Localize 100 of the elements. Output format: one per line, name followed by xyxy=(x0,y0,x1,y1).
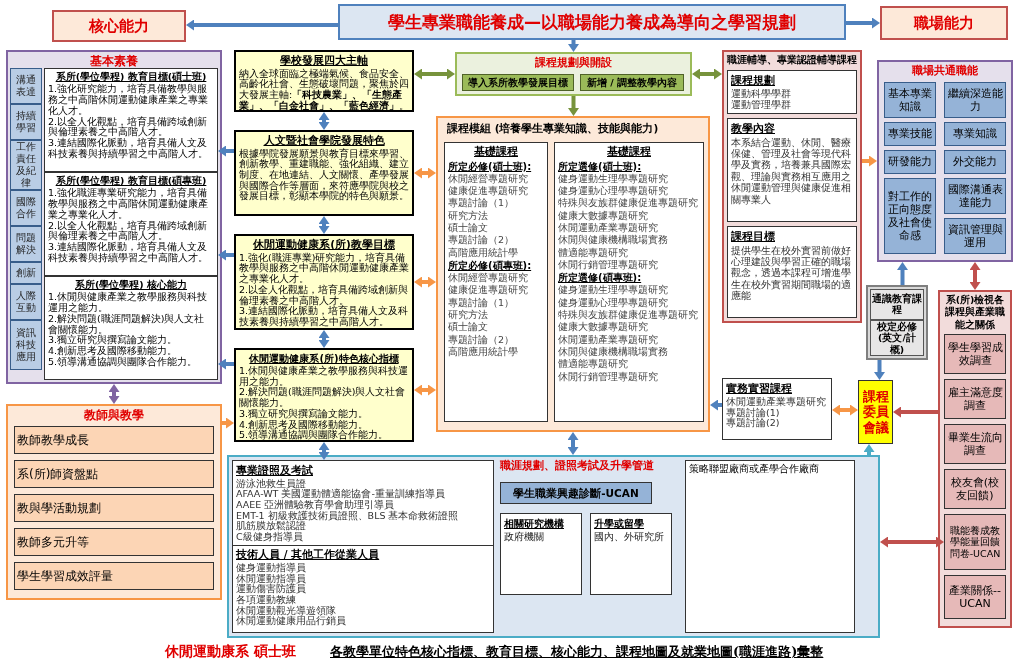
competency-box: 國際溝通表達能力 xyxy=(944,178,1006,214)
arrow xyxy=(893,406,938,418)
competency-box: 人際互動 xyxy=(10,284,42,320)
text-card xyxy=(44,68,218,172)
list-item: 休閒經營專題研究 xyxy=(448,272,528,284)
panel xyxy=(938,290,1012,628)
text-card xyxy=(727,70,857,114)
item-box: 系(所)師資盤點 xyxy=(14,460,214,488)
arrow xyxy=(218,145,234,157)
list-item: 休閒與健康機構職場實務 xyxy=(558,346,668,358)
competency-box: 基本專業知識 xyxy=(884,82,936,118)
text-card xyxy=(234,234,414,330)
survey-box: 產業關係--UCAN xyxy=(944,575,1006,619)
box-heading: 課程規劃 xyxy=(731,74,775,88)
list-item: EMT-1 初級救護技術員證照、BLS 基本命救術證照 xyxy=(236,510,459,521)
list-item: 休閒經營專題研究 xyxy=(448,172,528,185)
list-item: 休閒運動觀光導遊領隊 xyxy=(236,605,336,617)
arrow xyxy=(710,399,722,411)
list-item: 3.連結國際化脈動，培育具備人文及科技素養與持續學習之中高階人才。 xyxy=(48,242,209,264)
list-item: 健身運動心理學專題研究 xyxy=(558,185,668,197)
list-item: C級健身指導員 xyxy=(236,531,303,543)
list-item: AFAA-WT 美國運動體適能協會-重量訓練指導員 xyxy=(236,489,445,500)
box-heading: 相關研究機構 xyxy=(504,517,564,530)
double-arrow xyxy=(880,536,944,548)
box-heading: 升學或留學 xyxy=(594,517,644,530)
text-card xyxy=(727,118,857,222)
list-item: 研究方法 xyxy=(448,309,488,322)
list-item: 研究方法 xyxy=(448,209,488,222)
arrow xyxy=(863,444,875,455)
list-item: 特殊與友族群健康促進專題研究 xyxy=(558,309,698,321)
list-item: 高階應用統計學 xyxy=(448,246,518,260)
text-card xyxy=(500,513,582,595)
survey-box: 職能養成教學能量回饋問卷-UCAN xyxy=(944,514,1006,570)
panel xyxy=(6,404,222,600)
list-item: 3.獨立研究與撰寫論文能力。 xyxy=(48,335,178,346)
box-heading: 實務實習課程 xyxy=(726,382,792,396)
list-item: 運動科學學群 xyxy=(731,88,791,99)
list-item: 高階應用統計學 xyxy=(448,346,518,359)
body-text: 本系結合運動、休閒、醫療保健、管理及社會等現代科學及實務，培養兼具國際宏觀、理論與實務相互應用之休閒運動管理與健康促進相關專業人 xyxy=(731,136,852,205)
list-item: 各項運動教練 xyxy=(236,594,296,605)
panel xyxy=(877,60,1013,262)
list-item: 專題討論（1） xyxy=(448,296,515,309)
course-box xyxy=(866,285,928,360)
item-box: 學生職業興趣診斷-UCAN xyxy=(500,482,652,504)
list-heading: 所定選修(碩專班): xyxy=(558,271,642,285)
course-card xyxy=(444,142,548,422)
list-item: 游泳池救生員證 xyxy=(236,478,306,490)
arrow xyxy=(568,40,579,52)
text-card xyxy=(722,378,832,440)
box-heading: 課程目標 xyxy=(731,230,775,244)
list-item: 健康大數據專題研究 xyxy=(558,321,648,334)
list-item: 5.領導溝通協調與團隊合作能力。 xyxy=(239,430,389,442)
box-heading: 基礎課程 xyxy=(474,145,518,159)
list-item: 1.強化研究能力，培育具備教學與服務之中高階休閒運動健康產業之專業化人才。 xyxy=(48,84,209,117)
text-card xyxy=(44,172,218,276)
competency-box: 持續學習 xyxy=(10,104,42,140)
competency-box: 專業技能 xyxy=(884,122,936,146)
list-item: 休閒運動產業專題研究 xyxy=(558,333,658,346)
competency-box: 創新 xyxy=(10,262,42,284)
arrow xyxy=(568,96,579,116)
list-item: 碩士論文 xyxy=(448,321,488,334)
list-item: 4.創新思考及國際移動能力。 xyxy=(48,346,178,357)
list-item: 休閒行銷管理專題研究 xyxy=(558,370,658,384)
list-item: 2.解決問題(職涯問題解決)與人文社會關懷能力。 xyxy=(48,313,206,335)
arrow xyxy=(846,17,880,29)
course-cell: 校定必修(英文/計概) xyxy=(870,319,924,356)
text-card xyxy=(590,513,672,595)
item-box: 教與學活動規劃 xyxy=(14,494,214,522)
box-heading: 技術人員 / 其他工作從業人員 xyxy=(236,548,380,562)
list-item: 休閒運動指導員 xyxy=(236,573,306,585)
box-heading: 休閒運動健康系(所)教學目標 xyxy=(253,238,395,252)
item-box: 導入系所教學發展目標 xyxy=(462,74,574,91)
panel-heading: 系(所)檢視各課程與產業職能之關係 xyxy=(944,294,1006,332)
competency-box: 溝通表達 xyxy=(10,68,42,104)
survey-box: 雇主滿意度調查 xyxy=(944,379,1006,419)
survey-box: 畢業生流向調查 xyxy=(944,424,1006,464)
panel xyxy=(227,455,880,638)
panel xyxy=(6,50,222,384)
list-item: 2.以全人化觀點，培育具備跨域創新與倫理素養之中高階人才。 xyxy=(48,116,209,138)
panel xyxy=(436,116,710,432)
arrow xyxy=(862,155,877,167)
list-item: 1.強化職涯專業研究能力，培育具備教學與服務之中高階休閒運動健康產業之專業化人才。 xyxy=(48,188,209,221)
arrow xyxy=(874,360,885,380)
list-item: 休閒運動健康用品行銷員 xyxy=(236,616,346,627)
panel-heading: 教師與教學 xyxy=(84,408,144,424)
arrow xyxy=(897,262,908,285)
panel-heading: 基本素養 xyxy=(90,54,138,70)
text-card: 策略聯盟廠商或產學合作廠商 xyxy=(685,460,855,633)
panel-heading: 職場共通職能 xyxy=(912,64,978,79)
list-item: 運動管理學群 xyxy=(731,99,791,111)
list-item: 1.休閒與健康產業之教學服務與科技運用之能力。 xyxy=(239,366,409,387)
list-item: 健身運動生理學專題研究 xyxy=(558,284,668,297)
list-item: 3.獨立研究與撰寫論文能力。 xyxy=(239,408,369,420)
double-arrow xyxy=(318,216,330,234)
text-card xyxy=(234,50,414,112)
list-heading: 所定必修(碩士班): xyxy=(448,159,532,173)
double-arrow xyxy=(692,68,722,80)
arrow xyxy=(218,358,234,370)
list-item: 健身運動指導員 xyxy=(236,563,306,574)
text-card xyxy=(727,226,857,318)
